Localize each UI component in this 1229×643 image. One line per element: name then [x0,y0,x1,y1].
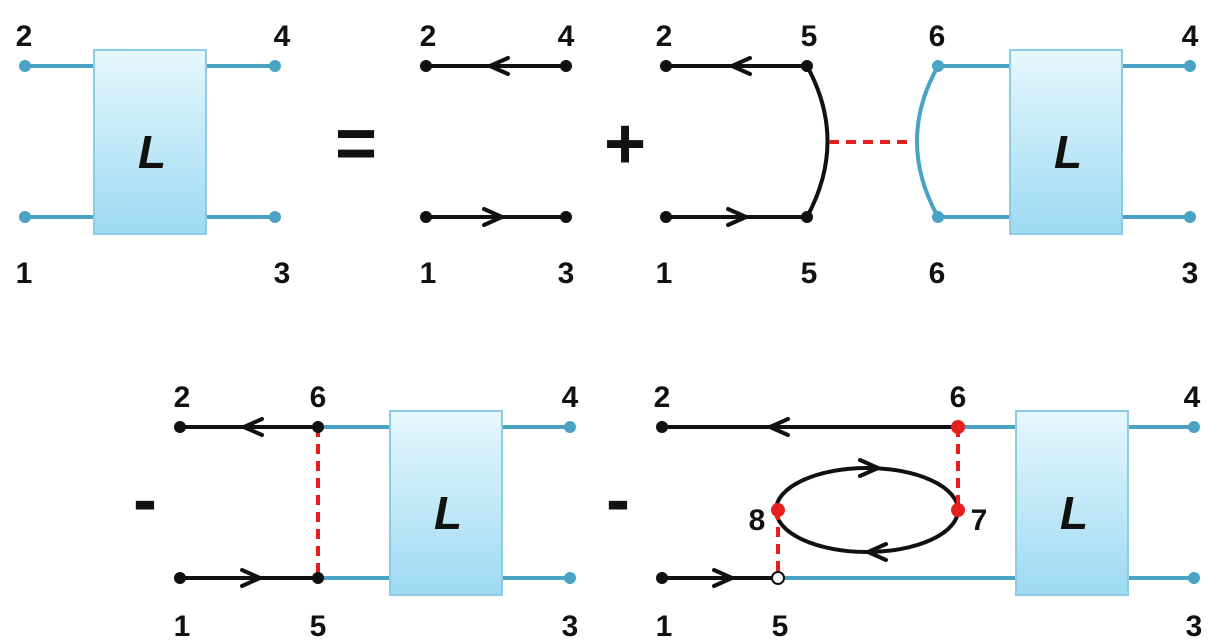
label-2: 2 [656,20,673,53]
label-1: 1 [656,610,673,643]
label-4: 4 [562,381,579,414]
term-bubble: L 2 6 4 8 7 1 5 3 [654,381,1203,643]
arrow-icon [866,542,888,562]
label-4: 4 [274,20,291,53]
endpoint-dot [269,211,281,223]
label-3: 3 [558,257,575,290]
arrow-icon [712,568,734,588]
propagator-line [805,65,830,218]
endpoint-dot [1184,211,1196,223]
minus-sign: - [606,460,630,540]
term-free: 2 4 1 3 [420,20,575,290]
vertex-dot [656,421,668,433]
label-2: 2 [420,20,437,53]
interaction-vertex-dot [771,503,785,517]
label-2: 2 [654,381,671,414]
endpoint-dot [564,421,576,433]
arrow-icon [242,417,264,437]
label-5: 5 [310,610,327,643]
label-3: 3 [562,610,579,643]
vertex-dot [801,60,813,72]
plus-sign: + [604,104,646,184]
endpoint-dot [1184,60,1196,72]
label-5: 5 [772,610,789,643]
label-4: 4 [1182,20,1199,53]
arrow-icon [482,207,504,227]
vertex-dot [801,211,813,223]
label-1: 1 [420,257,437,290]
interaction-vertex-dot [951,420,965,434]
endpoint-dot [19,211,31,223]
label-2: 2 [16,20,33,53]
l-box-label: L [434,487,462,539]
endpoint-dot [932,60,944,72]
label-8: 8 [749,504,766,537]
l-box-label: L [1054,126,1082,178]
endpoint-dot [932,211,944,223]
equals-sign: = [335,104,377,184]
arrow-icon [240,568,262,588]
vertex-dot [312,572,324,584]
label-1: 1 [16,257,33,290]
vertex-leg-line [915,65,940,218]
vertex-dot [660,60,672,72]
l-box-label: L [1060,487,1088,539]
label-4: 4 [558,20,575,53]
label-2: 2 [174,381,191,414]
l-box [1015,410,1129,596]
label-6: 6 [929,20,946,53]
vertex-dot [771,571,785,585]
arrow-icon [730,56,752,76]
arrow-icon [858,458,880,478]
label-4: 4 [1184,381,1201,414]
label-3: 3 [1182,257,1199,290]
vertex-dot [560,211,572,223]
vertex-dot [560,60,572,72]
minus-sign: - [133,460,157,540]
arrow-icon [488,56,510,76]
label-6: 6 [950,381,967,414]
label-5: 5 [801,20,818,53]
vertex-dot [656,572,668,584]
label-3: 3 [1186,610,1203,643]
l-box [1009,49,1123,235]
endpoint-dot [564,572,576,584]
label-3: 3 [274,257,291,290]
label-7: 7 [971,504,988,537]
vertex-dot [174,421,186,433]
vertex-dot [420,211,432,223]
endpoint-dot [19,60,31,72]
vertex-dot [174,572,186,584]
endpoint-dot [269,60,281,72]
l-box [93,49,207,235]
label-6: 6 [929,257,946,290]
arrow-icon [726,207,748,227]
vertex-dot [660,211,672,223]
label-1: 1 [174,610,191,643]
interaction-vertex-dot [951,503,965,517]
l-box-label: L [138,126,166,178]
label-5: 5 [801,257,818,290]
arrow-icon [768,417,790,437]
label-1: 1 [656,257,673,290]
term-exchange: L 2 5 6 4 1 5 6 3 [656,20,1199,290]
l-box [389,410,503,596]
propagator-line [774,466,960,554]
endpoint-dot [1188,421,1200,433]
term-ladder: L 2 6 4 1 5 3 [174,381,579,643]
label-6: 6 [310,381,327,414]
vertex-dot [420,60,432,72]
term-lhs: L 2 4 1 3 [16,20,291,290]
endpoint-dot [1188,572,1200,584]
vertex-dot [312,421,324,433]
